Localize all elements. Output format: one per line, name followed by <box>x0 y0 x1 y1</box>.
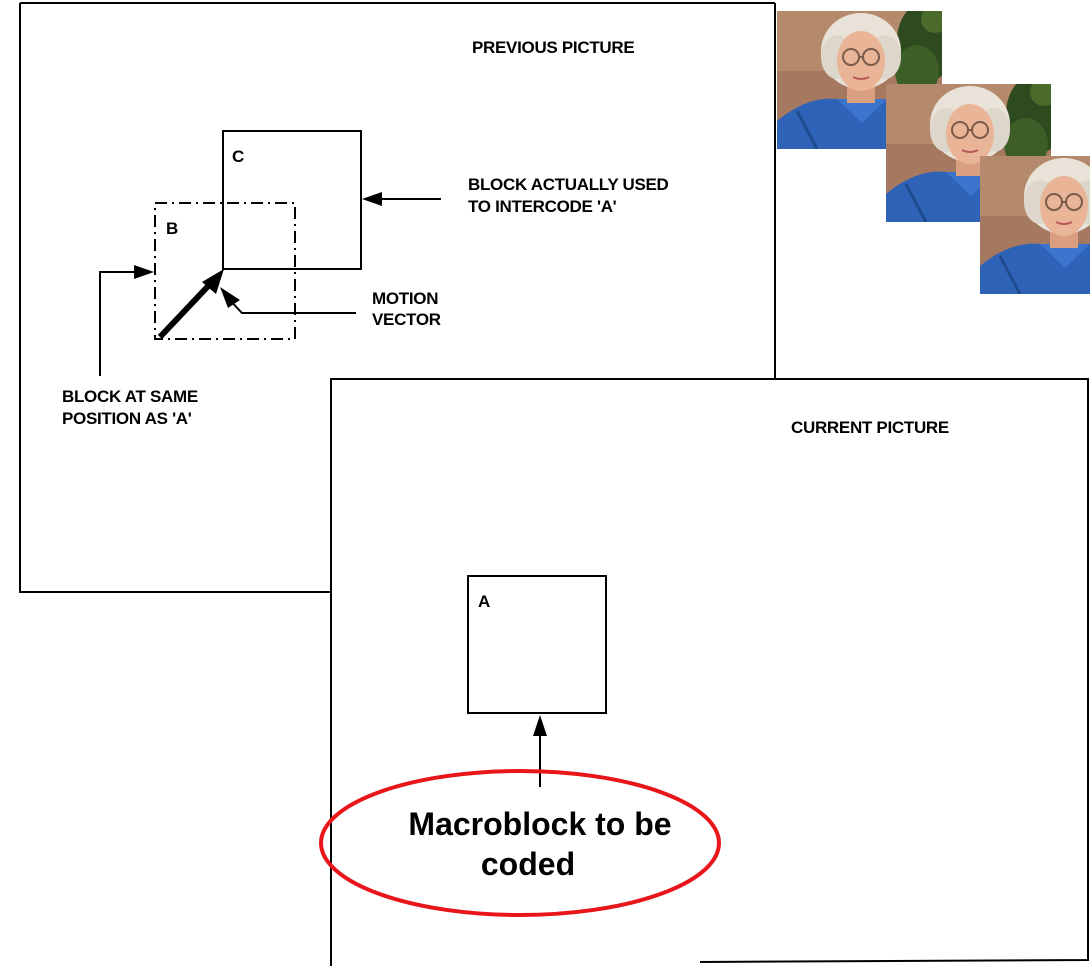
current-picture-frame <box>331 379 1088 966</box>
motion-vector-pointer <box>220 287 356 313</box>
same-position-label-line1: BLOCK AT SAME <box>62 387 198 406</box>
block-a-label: A <box>478 592 490 611</box>
block-c-label: C <box>232 147 244 166</box>
macroblock-callout-line1: Macroblock to be <box>408 806 671 842</box>
block-used-arrow <box>362 192 441 206</box>
photo-thumbnail-3 <box>980 146 1090 294</box>
macroblock-callout-line2: coded <box>481 846 575 882</box>
motion-vector-label-line1: MOTION <box>372 289 438 308</box>
same-position-label-line2: POSITION AS 'A' <box>62 409 192 428</box>
same-position-arrow <box>100 265 154 376</box>
motion-vector-arrow <box>160 269 224 337</box>
motion-vector-label-line2: VECTOR <box>372 310 441 329</box>
block-b-label: B <box>166 219 178 238</box>
previous-picture-title: PREVIOUS PICTURE <box>472 38 634 57</box>
current-picture-title: CURRENT PICTURE <box>791 418 949 437</box>
block-used-label-line2: TO INTERCODE 'A' <box>468 197 617 216</box>
block-used-label-line1: BLOCK ACTUALLY USED <box>468 175 669 194</box>
